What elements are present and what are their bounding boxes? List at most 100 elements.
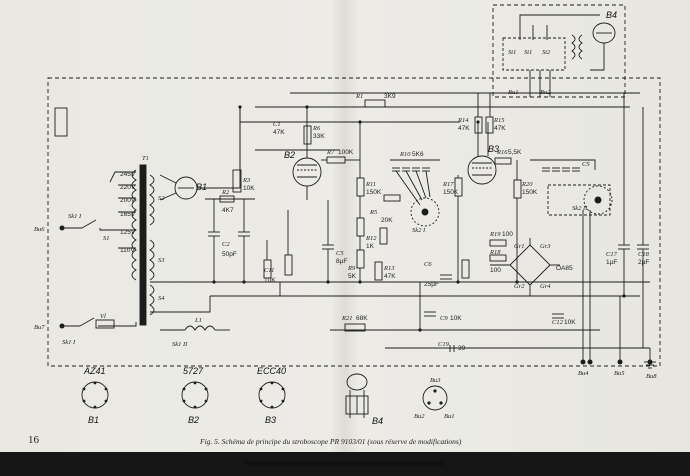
label-b1: B1 <box>196 182 207 192</box>
label-c18-value: 2µF <box>638 259 649 266</box>
label-bu6: Bu6 <box>34 226 45 233</box>
label-r5-value: 20K <box>381 217 393 224</box>
label-r10: R10 <box>399 151 411 158</box>
label-bu4: Bu4 <box>578 370 589 377</box>
label-s1: S1 <box>103 235 110 242</box>
label-r17: R17 <box>442 181 454 188</box>
label-c9-value: 10K <box>450 315 462 322</box>
label-r14-value: 47K <box>458 125 470 132</box>
capacitor-bank-right <box>530 159 611 216</box>
label-c6: C6 <box>424 261 432 268</box>
label-245v: 245V <box>120 171 136 178</box>
fuse-vl <box>95 319 115 329</box>
diode-bridge <box>490 238 560 296</box>
rotary-switch-sk2-2 <box>583 185 613 215</box>
label-sk2b: Sk2 II <box>572 205 588 212</box>
label-gr3: Gr3 <box>540 243 551 250</box>
label-r16-value: 5,5K <box>508 149 522 156</box>
label-220v: 220V <box>120 184 136 191</box>
label-c9: C9 <box>440 315 448 322</box>
label-c5-value: 8µF <box>336 258 347 265</box>
label-r14: R14 <box>457 117 469 124</box>
label-r21: R21 <box>341 315 352 322</box>
label-r18: R18 <box>489 249 501 256</box>
label-125v: 125V <box>120 229 136 236</box>
label-c1-value: 47K <box>273 129 285 136</box>
label-cs: CS <box>582 161 590 168</box>
legend-ecc40-ref: B3 <box>265 415 276 425</box>
label-c17: C17 <box>606 251 618 258</box>
rotary-switch-sk2-1 <box>410 197 440 227</box>
label-s3: S3 <box>158 257 165 264</box>
label-r6: R6 <box>312 125 321 132</box>
tube-b2 <box>292 157 322 187</box>
label-r20: R20 <box>521 181 533 188</box>
socket-bu <box>422 385 448 411</box>
label-r1-value: 3K9 <box>384 93 396 100</box>
lamp-b4-drawing <box>346 373 368 391</box>
label-r7-value: 100K <box>338 149 354 156</box>
label-r17-value: 150K <box>443 189 459 196</box>
label-c12-value: 10K <box>564 319 576 326</box>
label-r13-value: 47K <box>384 273 396 280</box>
label-b2: B2 <box>284 150 295 160</box>
label-c11-value: 10K <box>264 277 276 284</box>
label-c5: C5 <box>336 250 344 257</box>
label-r15: R15 <box>493 117 505 124</box>
label-r18-value: 100 <box>490 267 501 274</box>
label-bu2: Bu2 <box>540 89 551 96</box>
label-r21-value: 68K <box>356 315 368 322</box>
label-bu7: Bu7 <box>34 324 45 331</box>
label-l1: L1 <box>194 317 202 324</box>
legend-5727: 5727 <box>183 366 204 376</box>
label-r1: R1 <box>355 93 363 100</box>
label-st2: St2 <box>542 49 551 56</box>
label-r9-value: 5K <box>348 273 357 280</box>
legend-bu1: Bu1 <box>444 413 454 420</box>
label-r2-value: 4K7 <box>222 207 234 214</box>
label-bu8: Bu8 <box>646 373 657 380</box>
label-st1b: St1 <box>524 49 532 56</box>
label-c18: C18 <box>638 251 650 258</box>
label-gr4: Gr4 <box>540 283 551 290</box>
label-bu1: Bu1 <box>508 89 518 96</box>
label-r3: R3 <box>242 177 251 184</box>
label-r9: R9 <box>347 265 356 272</box>
label-r11: R11 <box>365 181 376 188</box>
label-r19: R19 <box>489 231 501 238</box>
page-number: 16 <box>28 434 39 446</box>
legend-ecc40: ECC40 <box>257 366 286 376</box>
label-c12: C12 <box>552 319 564 326</box>
socket-5727 <box>181 381 209 409</box>
figure-caption: Fig. 5. Schéma de principe du stroboscop… <box>200 437 462 446</box>
label-s2: S2 <box>158 195 165 202</box>
label-c2: C2 <box>222 241 230 248</box>
label-b3: B3 <box>488 144 499 154</box>
label-t1: T1 <box>142 155 149 162</box>
label-sk1c: Sk1 II <box>172 341 188 348</box>
label-c6-value: 25µF <box>424 281 439 288</box>
label-r11-value: 150K <box>366 189 382 196</box>
capacitor-bank-left <box>390 159 440 206</box>
legend-az41-ref: B1 <box>88 415 99 425</box>
label-c19: C19 <box>438 341 450 348</box>
junction-dots <box>59 105 653 365</box>
legend-b4-ref: B4 <box>372 416 383 426</box>
legend-bu2: Bu2 <box>414 413 425 420</box>
label-r10-value: 5K6 <box>412 151 424 158</box>
legend-az41: AZ41 <box>83 366 106 376</box>
label-r3-value: 10K <box>243 185 255 192</box>
socket-ecc40 <box>258 381 286 409</box>
plug-box <box>502 37 566 71</box>
label-200v: 200V <box>120 197 136 204</box>
label-r6-value: 33K <box>313 133 325 140</box>
home-indicator[interactable] <box>245 461 445 466</box>
label-oa85: OA85 <box>556 265 573 272</box>
label-c11: C11 <box>264 267 274 274</box>
label-vl: Vl <box>100 313 106 320</box>
label-r2: R2 <box>221 189 230 196</box>
label-gr1: Gr1 <box>514 243 524 250</box>
label-c17-value: 1µF <box>606 259 617 266</box>
